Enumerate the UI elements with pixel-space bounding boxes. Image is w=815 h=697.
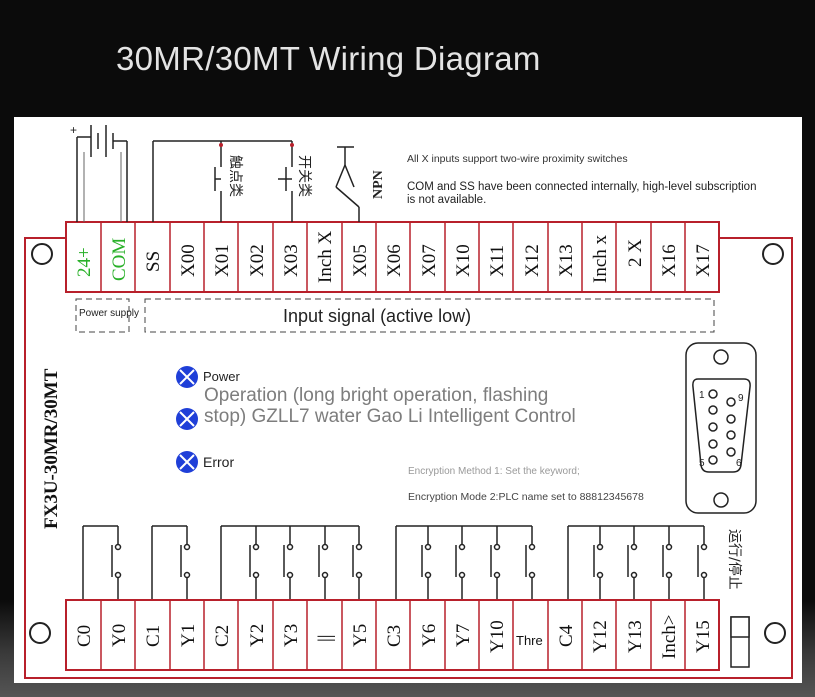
terminal-x07: X07 [419, 244, 440, 277]
power-led-label: Power [203, 369, 241, 384]
terminal-y11: Thre [516, 633, 543, 648]
terminal-x05: X05 [350, 244, 371, 277]
terminal-x04: Inch X [315, 230, 336, 283]
terminal-c4: C4 [556, 624, 577, 647]
terminal-y4: || [315, 634, 336, 642]
terminal-y2: Y2 [247, 624, 268, 647]
db9-pin9-label: 9 [738, 393, 744, 404]
bottom-terminal-strip: C0 Y0 C1 Y1 C2 Y2 Y3 || Y5 C3 Y6 Y7 Y10 … [65, 599, 720, 671]
input-switch-wiring [152, 140, 360, 222]
terminal-c1: C1 [143, 625, 164, 647]
terminal-x14: Inch x [590, 234, 611, 283]
mounting-hole-bottom-right [764, 622, 786, 644]
page-title: 30MR/30MT Wiring Diagram [116, 40, 541, 77]
db9-serial-port [685, 342, 757, 514]
terminal-y12: Y12 [590, 620, 611, 653]
terminal-c3: C3 [384, 625, 405, 647]
battery-plus-label: + [70, 123, 77, 137]
power-supply-label: Power supply [79, 308, 139, 319]
encryption-mode-2: Encryption Mode 2:PLC name set to 888123… [408, 491, 644, 503]
top-terminal-strip: 24+ COM SS X00 X01 X02 X03 Inch X X05 X0… [65, 221, 720, 293]
terminal-c0: C0 [74, 625, 95, 647]
terminal-y14: Inch> [659, 615, 680, 659]
terminal-y3: Y3 [281, 624, 302, 647]
terminal-y0: Y0 [109, 624, 130, 647]
output-relay-contacts [82, 525, 708, 600]
terminal-com: COM [109, 238, 130, 281]
terminal-x00: X00 [178, 244, 199, 277]
db9-pin1-label: 1 [699, 390, 705, 401]
terminal-x12: X12 [522, 244, 543, 277]
terminal-x06: X06 [384, 244, 405, 277]
terminal-y5: Y5 [350, 624, 371, 647]
terminal-c2: C2 [212, 625, 233, 647]
terminal-x13: X13 [556, 244, 577, 277]
battery-symbol [76, 125, 128, 222]
note-com-ss-line2: is not available. [407, 194, 486, 206]
terminal-y13: Y13 [625, 620, 646, 653]
input-signal-label: Input signal (active low) [283, 306, 471, 326]
db9-pin5-label: 5 [699, 458, 705, 469]
terminal-x16: X16 [659, 244, 680, 277]
db9-pin6-label: 6 [736, 458, 742, 469]
terminal-y15: Y15 [693, 620, 714, 653]
switch-type-label: 开关类 [296, 155, 312, 197]
run-stop-label: 运行/停止 [726, 529, 743, 590]
terminal-y6: Y6 [419, 624, 440, 647]
power-supply-group-box [75, 298, 130, 333]
terminal-y10: Y10 [487, 620, 508, 653]
terminal-x17: X17 [693, 244, 714, 277]
terminal-x01: X01 [212, 244, 233, 277]
note-com-ss-line1: COM and SS have been connected internall… [407, 181, 756, 193]
input-signal-group-box [144, 298, 715, 333]
power-led [176, 366, 198, 388]
error-led [176, 451, 198, 473]
terminal-x15: 2 X [625, 239, 646, 267]
mounting-hole-top-left [31, 243, 53, 265]
wiring-diagram-sheet: 24+ COM SS X00 X01 X02 X03 Inch X X05 X0… [14, 117, 802, 683]
run-led-label-line2: stop) GZLL7 water Gao Li Intelligent Con… [204, 406, 576, 427]
mounting-hole-bottom-left [29, 622, 51, 644]
npn-label: NPN [371, 170, 386, 199]
contact-type-label: 触点类 [227, 155, 243, 197]
mounting-hole-top-right [762, 243, 784, 265]
terminal-ss: SS [143, 251, 164, 272]
terminal-x02: X02 [247, 244, 268, 277]
run-led-label-line1: Operation (long bright operation, flashi… [204, 385, 548, 406]
terminal-y1: Y1 [178, 624, 199, 647]
terminal-x10: X10 [453, 244, 474, 277]
encryption-method-1: Encryption Method 1: Set the keyword; [408, 466, 580, 477]
terminal-x03: X03 [281, 244, 302, 277]
terminal-y7: Y7 [453, 624, 474, 647]
terminal-x11: X11 [487, 245, 508, 277]
run-stop-switch[interactable] [730, 616, 750, 668]
model-name: FX3U-30MR/30MT [41, 368, 62, 529]
error-led-label: Error [203, 454, 234, 470]
note-two-wire: All X inputs support two-wire proximity … [407, 153, 628, 165]
run-led [176, 408, 198, 430]
terminal-24v: 24+ [74, 247, 95, 277]
